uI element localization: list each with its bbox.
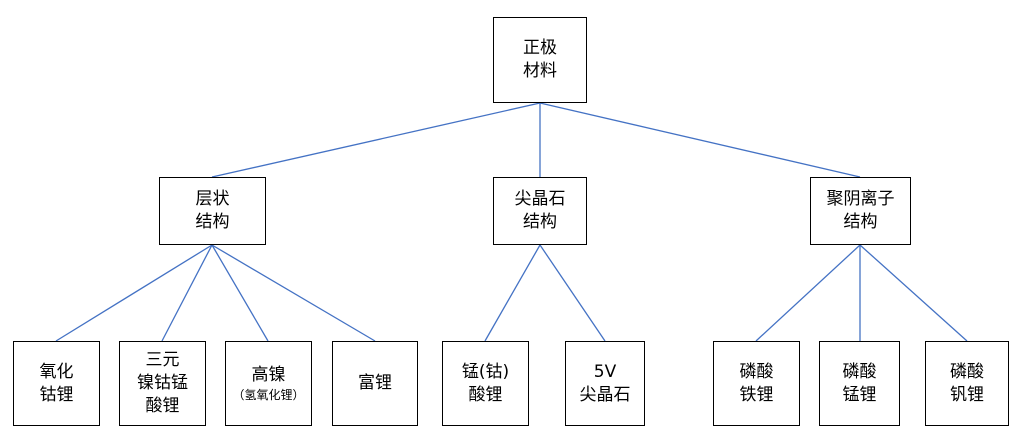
node-label-line: 层状 xyxy=(195,189,230,209)
node-label-line: 钒锂 xyxy=(950,384,984,405)
edge-layered-li-rich xyxy=(211,244,376,342)
edge-polyanion-lfp xyxy=(755,244,861,342)
edge-root-polyanion xyxy=(539,102,861,178)
edge-layered-high-ni xyxy=(211,244,269,342)
node-label-line: 结构 xyxy=(523,212,557,232)
node-label-line: 酸锂 xyxy=(468,384,503,405)
node-label-line: 高镍 xyxy=(251,365,286,385)
edge-layered-ncm xyxy=(161,244,213,342)
node-high-nickel: 高镍 （氢氧化锂） xyxy=(225,341,312,426)
edge-layered-lco xyxy=(55,244,213,342)
node-label-line: 聚阴离子 xyxy=(826,189,895,209)
node-label-line: 正极 xyxy=(523,38,557,58)
node-cathode-materials: 正极 材料 xyxy=(493,17,587,103)
node-label-line: 5V xyxy=(593,361,617,382)
node-label-line: 铁锂 xyxy=(739,384,774,405)
node-label-line: 材料 xyxy=(523,61,557,81)
node-lithium-manganese-phosphate: 磷酸 锰锂 xyxy=(819,341,900,426)
node-label-line: 磷酸 xyxy=(950,361,984,382)
edge-spinel-lmo xyxy=(484,244,541,342)
node-spinel-structure: 尖晶石 结构 xyxy=(493,177,587,245)
node-lithium-manganate: 锰(钴) 酸锂 xyxy=(442,341,529,426)
node-label-line: 氧化 xyxy=(39,361,74,382)
node-label-line: 锰锂 xyxy=(842,384,877,405)
node-lithium-cobalt-oxide: 氧化 钴锂 xyxy=(13,341,100,426)
node-note: （氢氧化锂） xyxy=(232,388,305,402)
edge-polyanion-lvp xyxy=(859,244,968,342)
node-5v-spinel: 5V 尖晶石 xyxy=(565,341,645,426)
node-label-line: 三元 xyxy=(145,350,180,370)
edge-spinel-5v xyxy=(539,244,606,342)
node-label-line: 酸锂 xyxy=(145,396,180,416)
node-label-line: 结构 xyxy=(195,212,230,232)
node-label-line: 尖晶石 xyxy=(514,189,566,209)
node-label-line: 钴锂 xyxy=(39,384,74,405)
node-lithium-rich: 富锂 xyxy=(332,341,418,426)
node-lithium-iron-phosphate: 磷酸 铁锂 xyxy=(713,341,800,426)
node-lithium-vanadium-phosphate: 磷酸 钒锂 xyxy=(925,341,1009,426)
node-label-line: 富锂 xyxy=(358,373,392,393)
node-ternary-ncm: 三元 镍钴锰 酸锂 xyxy=(119,341,206,426)
edge-root-layered xyxy=(211,102,541,178)
node-label-line: 结构 xyxy=(843,212,878,232)
node-layered-structure: 层状 结构 xyxy=(159,177,266,245)
node-label-line: 磷酸 xyxy=(842,361,877,382)
node-label-line: 磷酸 xyxy=(739,361,774,382)
node-label-line: 尖晶石 xyxy=(579,384,631,405)
node-label-line: 镍钴锰 xyxy=(137,373,188,393)
node-label-line: 锰(钴) xyxy=(461,361,510,382)
node-polyanion-structure: 聚阴离子 结构 xyxy=(810,177,911,245)
